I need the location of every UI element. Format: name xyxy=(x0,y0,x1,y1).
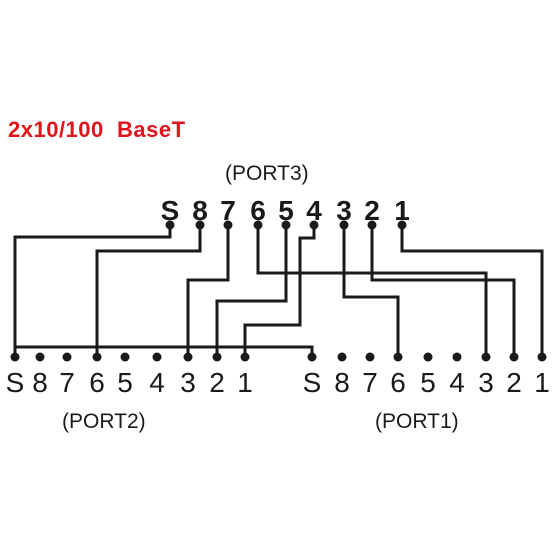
port3-pin-dot-1 xyxy=(397,220,407,230)
port2-pin-label-7: 7 xyxy=(59,367,75,398)
port1-pin-dot-8 xyxy=(337,352,347,362)
port1-pin-label-2: 2 xyxy=(506,367,522,398)
wire-port3-8-to-port2-6 xyxy=(95,225,202,357)
port3-pin-label-1: 1 xyxy=(394,195,410,226)
wire-port3-1-to-port1-1 xyxy=(400,225,544,357)
port3-pin-label-6: 6 xyxy=(250,195,266,226)
port1-label: (PORT1) xyxy=(375,410,459,433)
port3-pin-dot-4 xyxy=(309,220,319,230)
port1-pin-dot-5 xyxy=(423,352,433,362)
port1-pin-label-5: 5 xyxy=(420,367,436,398)
port2-pin-dot-7 xyxy=(62,352,72,362)
port2-pin-label-8: 8 xyxy=(32,367,48,398)
port2-pin-dot-5 xyxy=(120,352,130,362)
port1-pin-label-1: 1 xyxy=(534,367,550,398)
port2-pin-dot-4 xyxy=(152,352,162,362)
port1-pin-dot-2 xyxy=(509,352,519,362)
port3-pin-dot-8 xyxy=(195,220,205,230)
port1-pin-dot-7 xyxy=(365,352,375,362)
port3-pin-dot-2 xyxy=(367,220,377,230)
port3-pin-dot-5 xyxy=(281,220,291,230)
port1-pin-dot-6 xyxy=(393,352,403,362)
port2-pin-dot-2 xyxy=(212,352,222,362)
port3-label: (PORT3) xyxy=(225,162,309,185)
port2-pin-label-2: 2 xyxy=(209,367,225,398)
port3-pin-dot-6 xyxy=(253,220,263,230)
port3-pin-label-s: S xyxy=(161,195,180,226)
port2-label: (PORT2) xyxy=(62,410,146,433)
port3-pin-dot-s xyxy=(165,220,175,230)
port2-pin-label-4: 4 xyxy=(149,367,165,398)
port2-pin-label-6: 6 xyxy=(89,367,105,398)
port3-pin-label-5: 5 xyxy=(278,195,294,226)
wires xyxy=(13,225,544,357)
port1-pin-dot-3 xyxy=(481,352,491,362)
port1-pin-label-s: S xyxy=(303,367,322,398)
port3-pin-label-3: 3 xyxy=(336,195,352,226)
diagram-title: 2x10/100 BaseT xyxy=(8,117,186,142)
wire-port3-4-to-port2-1 xyxy=(243,225,316,357)
port3-pin-dot-7 xyxy=(223,220,233,230)
port3-pin-label-4: 4 xyxy=(306,195,322,226)
port3-pin-label-7: 7 xyxy=(220,195,236,226)
port2-pin-label-5: 5 xyxy=(117,367,133,398)
port1-pin-label-6: 6 xyxy=(390,367,406,398)
wire-port3-5-to-port2-2 xyxy=(215,225,288,357)
port2-pin-dot-3 xyxy=(183,352,193,362)
port2-pin-label-s: S xyxy=(6,367,25,398)
wire-port3-3-to-port1-6 xyxy=(342,225,400,357)
port3-pin-dot-3 xyxy=(339,220,349,230)
port2-pin-dot-6 xyxy=(92,352,102,362)
wire-port3-s-to-port2-s xyxy=(13,225,172,357)
port2-pin-dot-s xyxy=(10,352,20,362)
port1-pin-label-7: 7 xyxy=(362,367,378,398)
port1-pin-dot-s xyxy=(307,352,317,362)
port1-pin-label-4: 4 xyxy=(449,367,465,398)
port3-pin-label-2: 2 xyxy=(364,195,380,226)
wire-port2-s-to-port1-s xyxy=(15,345,314,357)
wire-port3-2-to-port1-2 xyxy=(370,225,516,357)
port2-pin-label-3: 3 xyxy=(180,367,196,398)
port1-pin-label-3: 3 xyxy=(478,367,494,398)
port2-pin-dot-1 xyxy=(240,352,250,362)
port3-pin-label-8: 8 xyxy=(192,195,208,226)
wire-port3-7-to-port2-3 xyxy=(186,225,230,357)
port1-pin-label-8: 8 xyxy=(334,367,350,398)
port2-pin-label-1: 1 xyxy=(237,367,253,398)
port1-pin-dot-1 xyxy=(537,352,547,362)
port2-pin-dot-8 xyxy=(35,352,45,362)
pin-dots xyxy=(10,220,547,362)
port1-pin-dot-4 xyxy=(452,352,462,362)
